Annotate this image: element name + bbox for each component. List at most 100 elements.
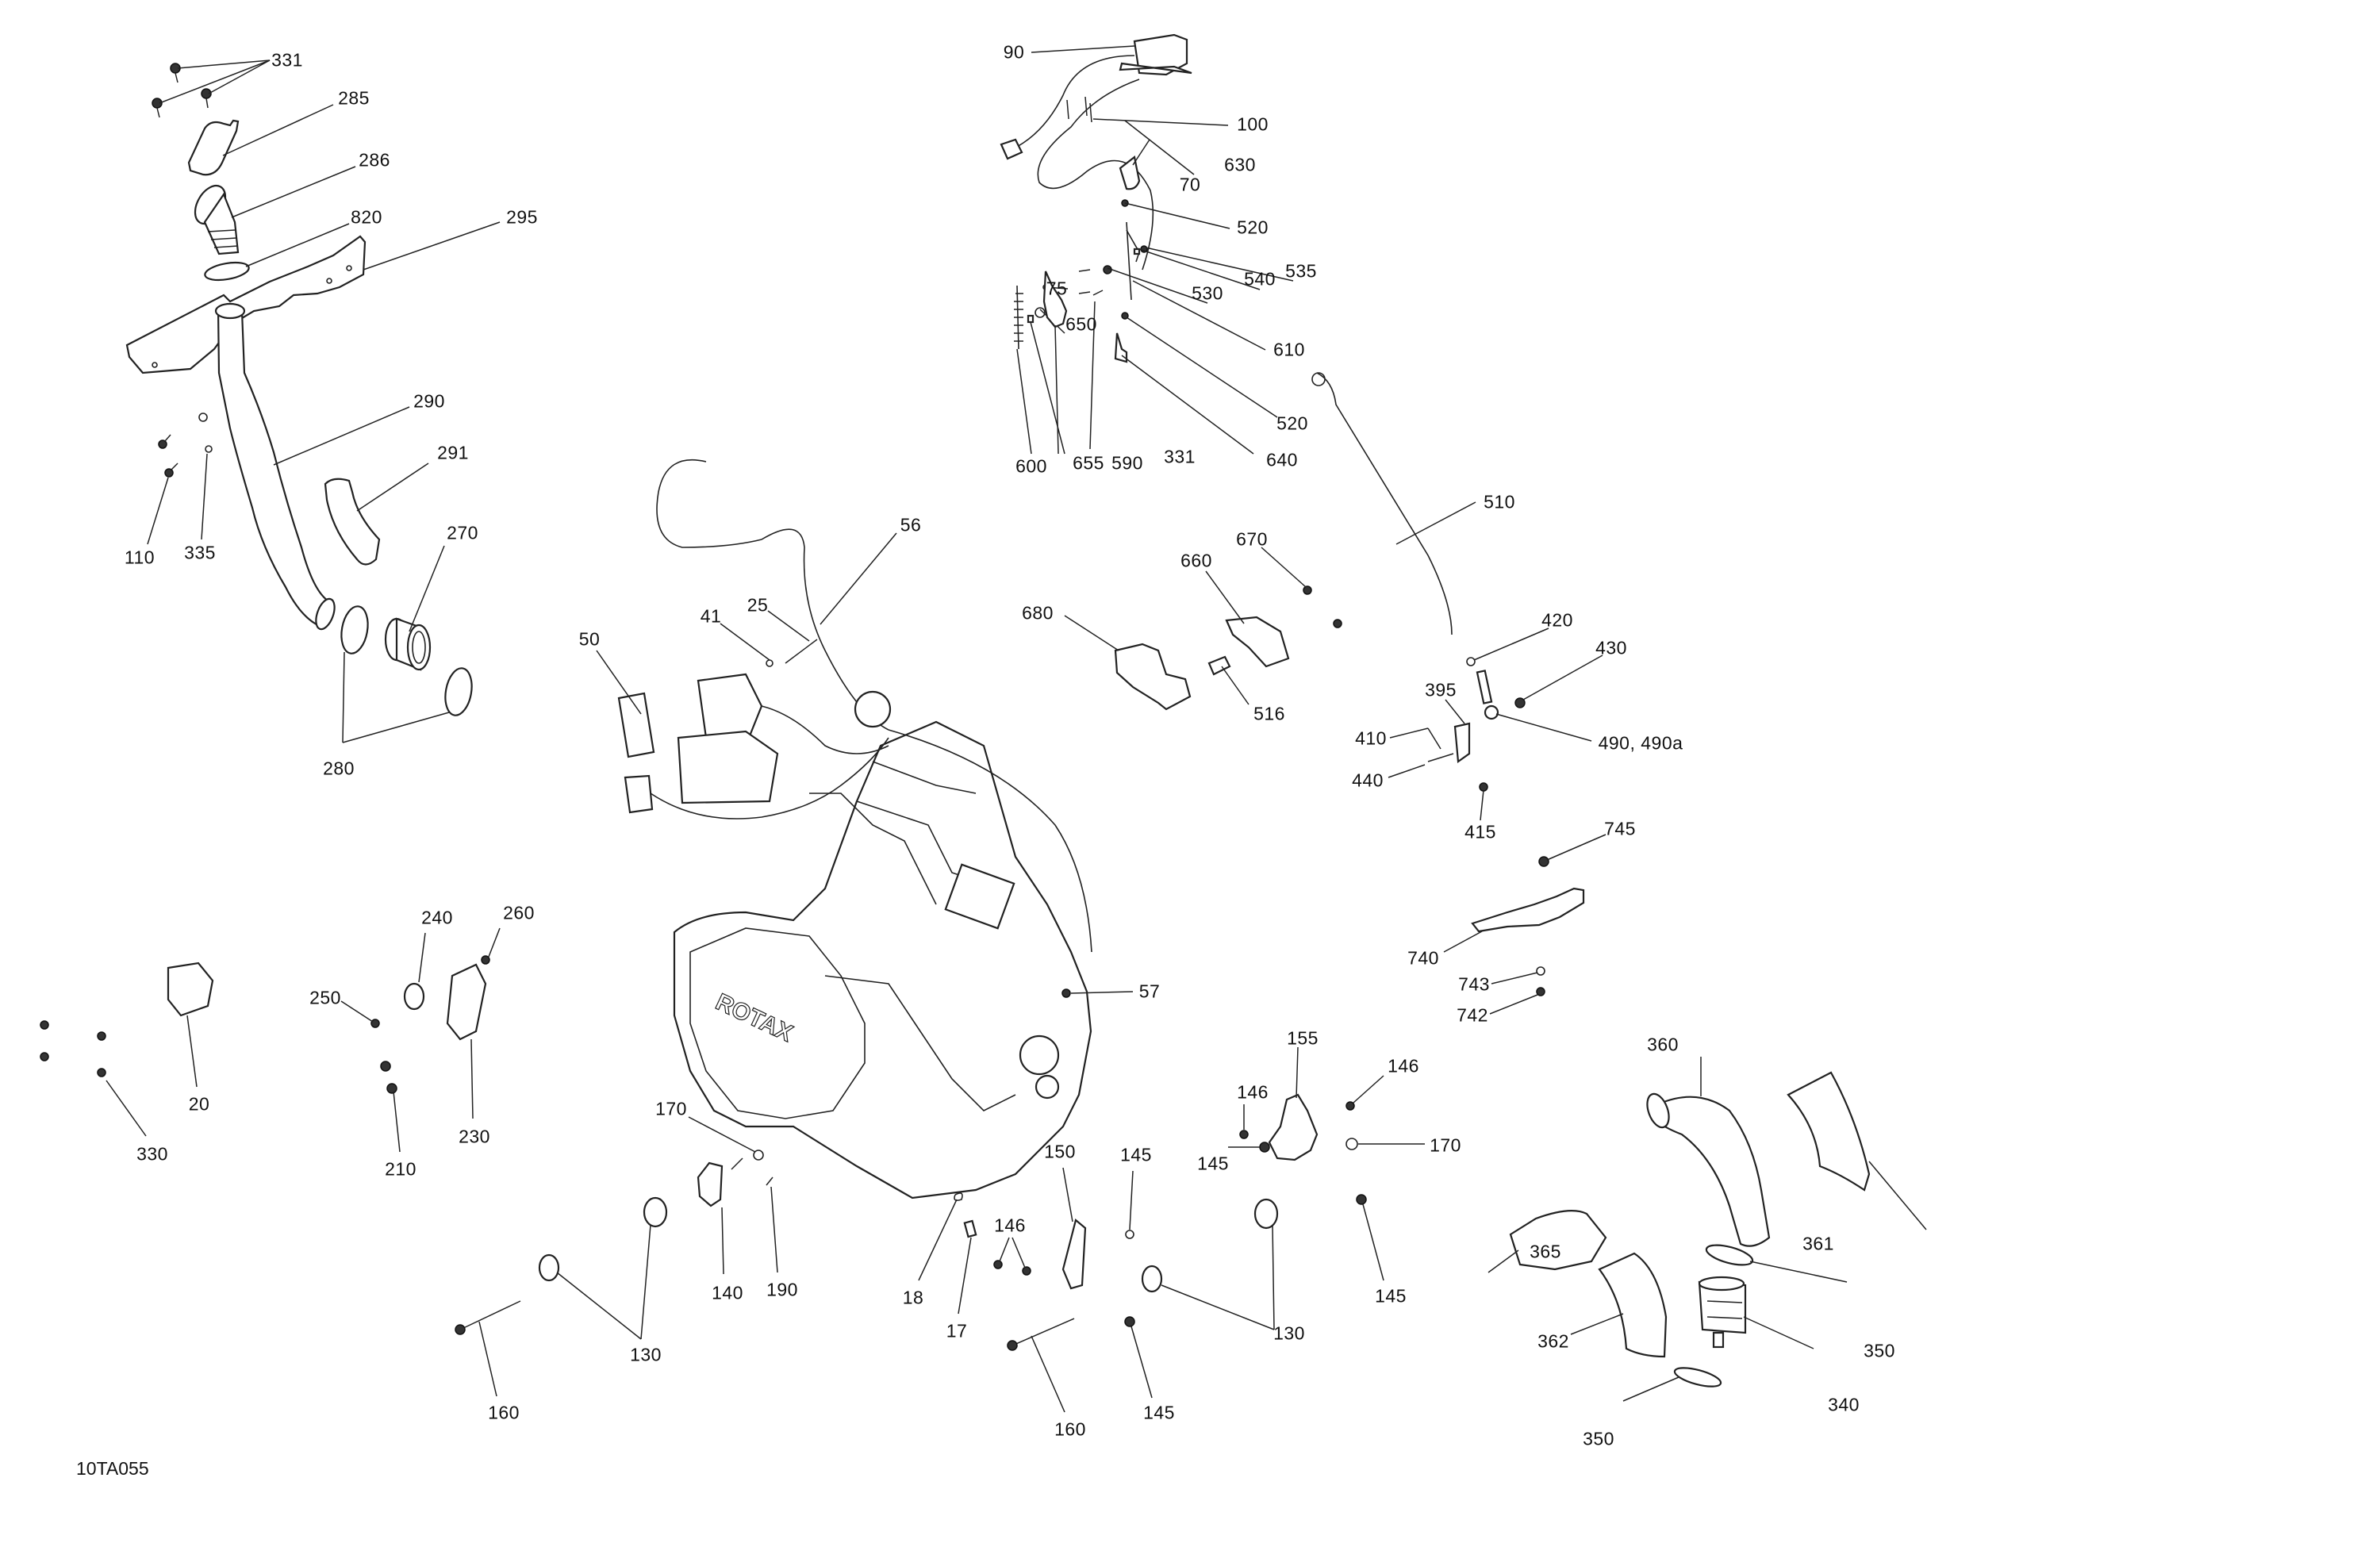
engine-block-icon: ROTAX: [673, 720, 1092, 1199]
air-duct-icon: [1653, 1096, 1771, 1247]
nut-icon: [1538, 856, 1549, 867]
lever-arm-icon: [1126, 221, 1140, 301]
rubber-mount-icon: [538, 1196, 668, 1282]
shift-pin-icon: [1207, 655, 1231, 676]
callout-label: 146: [1388, 1055, 1419, 1077]
callout-label: 145: [1375, 1285, 1407, 1307]
nut-icon: [1479, 782, 1488, 792]
callout-label: 146: [994, 1215, 1026, 1236]
washer-icon: [1035, 307, 1046, 318]
callout-label: 440: [1352, 770, 1384, 791]
callout-label: 331: [271, 49, 303, 71]
mount-plate-icon: [446, 963, 487, 1041]
callout-label: 610: [1273, 339, 1305, 360]
bolt-icon: [731, 1157, 743, 1170]
nut-icon: [481, 955, 490, 965]
long-bolt-icon: [1012, 1318, 1075, 1346]
hose-clamp-icon: [1705, 1244, 1754, 1266]
callout-label: 160: [488, 1402, 520, 1423]
callout-label: 530: [1192, 282, 1223, 304]
callout-label: 630: [1224, 154, 1256, 175]
heat-shield-icon: [1598, 1252, 1668, 1358]
bolt-icon: [993, 1260, 1031, 1276]
callout-label: 160: [1054, 1418, 1086, 1440]
callout-label: 670: [1236, 528, 1268, 550]
mounting-plate-icon: [125, 235, 367, 374]
callout-label: 25: [747, 594, 769, 616]
throttle-housing-icon: [1133, 33, 1188, 76]
callout-label: 17: [946, 1320, 968, 1341]
air-duct-group: [1488, 1057, 1927, 1402]
callout-label: 360: [1647, 1034, 1679, 1055]
callout-label: 260: [503, 902, 535, 923]
callout-label: 90: [1003, 41, 1025, 63]
shift-cover-icon: [1225, 616, 1290, 668]
callout-label: 41: [700, 605, 722, 627]
long-bolt-icon: [459, 1300, 521, 1330]
intake-cap-icon: [187, 119, 240, 176]
shift-bracket-icon: [1114, 643, 1192, 711]
nut-icon: [1061, 988, 1071, 998]
callout-label: 510: [1484, 491, 1515, 512]
callout-label: 140: [712, 1282, 743, 1303]
nut-icon: [1356, 1194, 1367, 1205]
nut-icon: [1124, 1316, 1135, 1327]
callout-label: 350: [1864, 1340, 1895, 1361]
washer-icon: [1536, 966, 1545, 976]
bolt-icon: [1066, 96, 1092, 123]
throttle-lever-icon: [1042, 271, 1068, 328]
rod-end-icon: [1476, 670, 1493, 704]
bolt-icon: [1427, 727, 1441, 750]
rubber-mount-icon: [1141, 1198, 1279, 1293]
callout-label: 155: [1287, 1027, 1319, 1049]
intake-elbow-icon: [324, 478, 381, 566]
shift-rod-icon: [1316, 372, 1453, 635]
callout-label: 130: [630, 1344, 662, 1365]
callout-label: 230: [459, 1126, 490, 1147]
callout-label: 100: [1237, 113, 1269, 135]
cotter-pin-icon: [954, 1192, 963, 1201]
callout-label: 650: [1065, 313, 1097, 335]
sensor-bracket-icon: [1114, 332, 1128, 363]
rubber-boot-icon: [384, 617, 432, 671]
washer-icon: [753, 1150, 764, 1161]
callout-label: 20: [188, 1093, 210, 1115]
wiring-harness-icon: [624, 673, 889, 819]
bolt-icon: [1078, 269, 1104, 296]
callout-label: 362: [1537, 1330, 1569, 1352]
callout-label: 330: [136, 1143, 168, 1165]
callout-label: 18: [902, 1287, 924, 1308]
engine-bracket-icon: [1268, 1093, 1319, 1161]
callout-label: 640: [1266, 449, 1298, 470]
callout-label: 110: [124, 547, 155, 568]
callout-label: 590: [1111, 452, 1143, 474]
hose-clamp-icon: [444, 667, 473, 716]
callout-label: 655: [1073, 452, 1104, 474]
mount-plate-icon: [1061, 1219, 1087, 1290]
callout-label: 365: [1530, 1241, 1561, 1262]
engine-mount-icon: [167, 961, 214, 1017]
pin-icon: [1427, 753, 1454, 762]
callout-label: 520: [1237, 217, 1269, 238]
callout-label: 57: [1138, 981, 1161, 1002]
intake-assembly-group: [125, 59, 501, 743]
bushing-icon: [1027, 314, 1035, 324]
callout-label: 146: [1237, 1081, 1269, 1103]
callout-label: 420: [1541, 609, 1573, 631]
screw-icon: [152, 63, 212, 118]
callout-label: 361: [1802, 1233, 1834, 1254]
callout-label: 170: [655, 1098, 687, 1119]
callout-label: 50: [578, 628, 601, 650]
bolt-icon: [158, 434, 178, 478]
bolt-icon: [1536, 987, 1545, 996]
intake-elbow-icon: [1509, 1210, 1607, 1271]
callout-label: 170: [1430, 1134, 1461, 1156]
ecu-shield-icon: [617, 692, 655, 758]
callout-label: 145: [1120, 1144, 1152, 1165]
callout-label: 286: [359, 149, 390, 171]
callout-label: 490, 490a: [1598, 732, 1683, 754]
air-filter-icon: [1698, 1276, 1747, 1349]
reference-code: 10TA055: [76, 1458, 149, 1479]
